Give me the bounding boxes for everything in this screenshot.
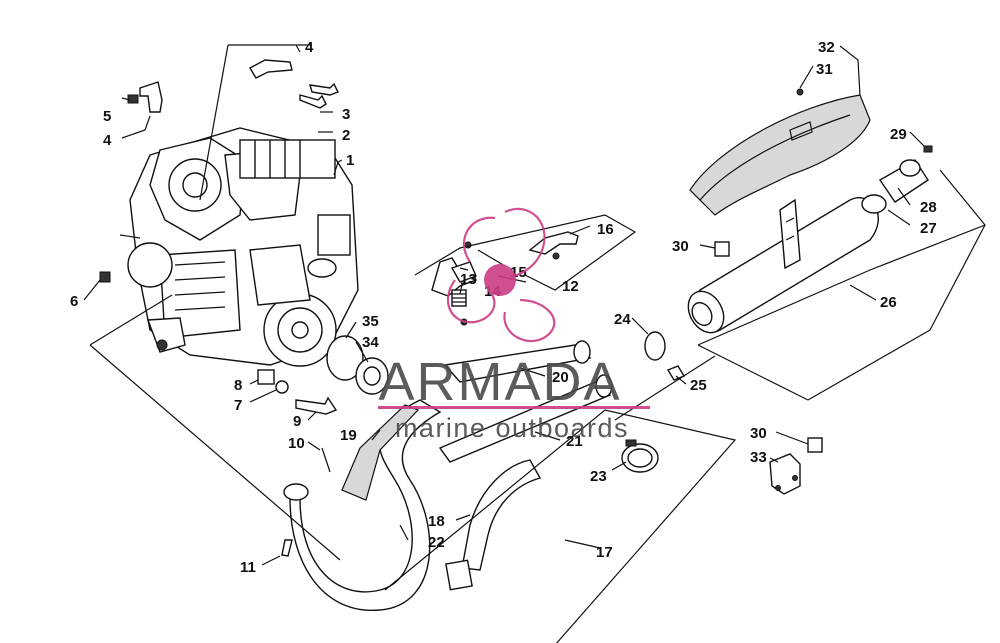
exhaust-clamp	[621, 439, 659, 473]
watermark-rule	[378, 406, 650, 409]
callout-17: 17	[596, 544, 613, 561]
callout-31: 31	[816, 61, 833, 78]
callout-33: 33	[750, 449, 767, 466]
callout-13: 13	[460, 271, 477, 288]
callout-3: 3	[342, 106, 350, 123]
tailpipe-parts	[861, 145, 933, 214]
heat-shield	[689, 88, 871, 216]
callout-4-top: 4	[305, 39, 314, 56]
callout-30-top: 30	[672, 238, 689, 255]
callout-16: 16	[597, 221, 614, 238]
exhaust-gaskets	[326, 335, 389, 395]
watermark-logo	[446, 207, 556, 342]
callout-18: 18	[428, 513, 445, 530]
engine-drawing	[119, 127, 359, 367]
callout-9: 9	[293, 413, 301, 430]
callout-27: 27	[920, 220, 937, 237]
callout-1: 1	[346, 152, 354, 169]
assembly-outlines	[89, 44, 986, 643]
callout-24: 24	[614, 311, 631, 328]
callout-23: 23	[590, 468, 607, 485]
callout-19: 19	[340, 427, 357, 444]
callout-7: 7	[234, 397, 242, 414]
callout-11: 11	[240, 559, 256, 576]
mid-pipes	[438, 340, 613, 591]
callout-30-bottom: 30	[750, 425, 767, 442]
muffler-drawing	[687, 197, 879, 334]
callout-20: 20	[552, 369, 569, 386]
callout-25: 25	[690, 377, 707, 394]
callout-10: 10	[288, 435, 305, 452]
muffler-mounts	[714, 241, 823, 495]
callout-12: 12	[562, 278, 579, 295]
watermark: ARMADA marine outboards	[378, 207, 650, 443]
callout-29: 29	[890, 126, 907, 143]
callout-labels: 1 2 3 4 4 5 6 7 8 9 10 11 12 13 14 15 16…	[70, 39, 937, 576]
slip-joint-parts	[644, 331, 686, 381]
callout-34: 34	[362, 334, 379, 351]
callout-leaders	[83, 44, 925, 566]
callout-4-left: 4	[103, 132, 112, 149]
callout-32: 32	[818, 39, 835, 56]
callout-2: 2	[342, 127, 350, 144]
engine-hardware	[99, 59, 339, 557]
head-pipe	[283, 399, 442, 611]
callout-8: 8	[234, 377, 242, 394]
watermark-subtitle: marine outboards	[395, 413, 629, 443]
watermark-brand: ARMADA	[378, 352, 621, 412]
callout-28: 28	[920, 199, 937, 216]
callout-35: 35	[362, 313, 379, 330]
callout-22: 22	[428, 534, 445, 551]
callout-5: 5	[103, 108, 111, 125]
callout-26: 26	[880, 294, 897, 311]
callout-6: 6	[70, 293, 78, 310]
callout-21: 21	[566, 433, 583, 450]
